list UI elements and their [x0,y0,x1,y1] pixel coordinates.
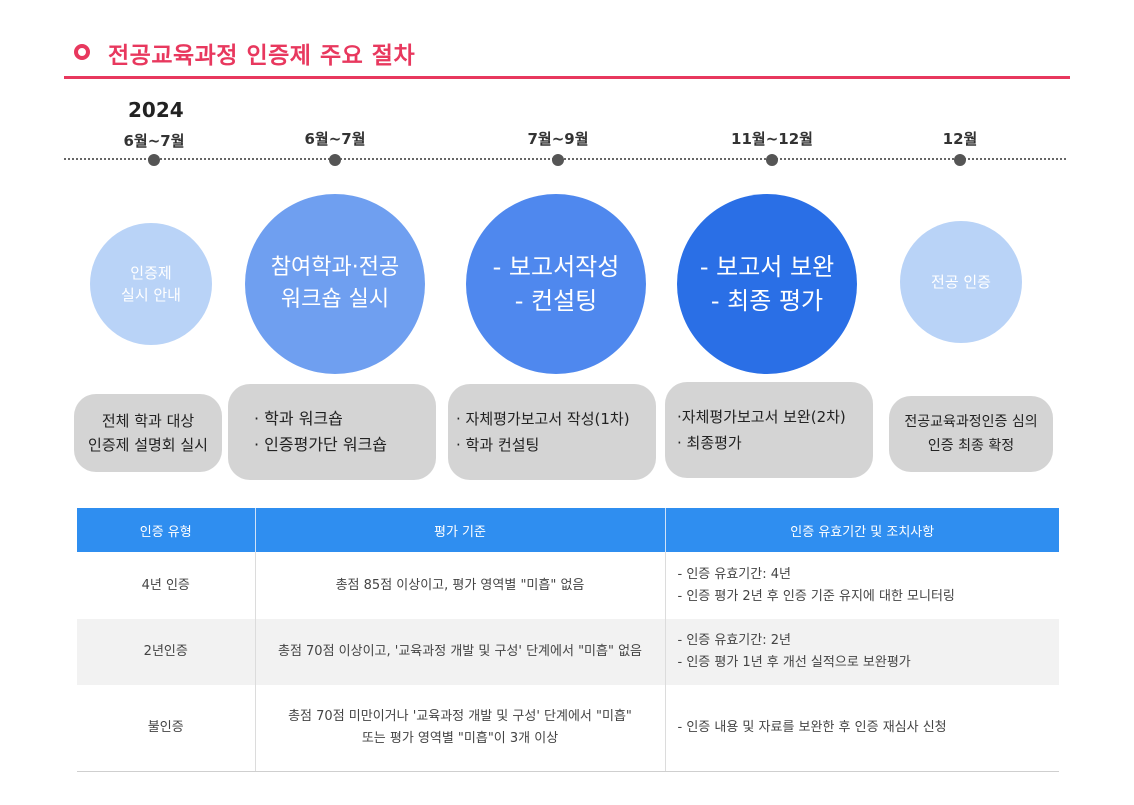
step-circle-workshop: 참여학과·전공 워크숍 실시 [245,194,425,374]
timeline-period: 12월 [942,130,978,148]
table-row: 4년 인증 총점 85점 이상이고, 평가 영역별 "미흡" 없음 - 인증 유… [77,552,1059,619]
cell-criteria: 총점 70점 미만이거나 '교육과정 개발 및 구성' 단계에서 "미흡" 또는… [254,685,665,772]
criteria-line: 총점 70점 이상이고, '교육과정 개발 및 구성' 단계에서 "미흡" 없음 [277,644,642,659]
step-circle-text: 워크숍 실시 [280,287,390,312]
action-line: - 인증 평가 1년 후 개선 실적으로 보완평가 [677,655,911,670]
title-divider [64,76,1070,79]
cell-actions: - 인증 유효기간: 2년 - 인증 평가 1년 후 개선 실적으로 보완평가 [664,619,1059,685]
step-circle-text: - 컨설팅 [514,287,598,315]
step-detail-text: 인증 최종 확정 [927,438,1015,454]
step-detail-text: 인증제 설명회 실시 [88,436,208,454]
timeline-period: 7월~9월 [527,130,589,148]
step-detail-text: · 인증평가단 워크숍 [254,435,388,454]
step-detail-text: ·자체평가보고서 보완(2차) [677,408,846,426]
timeline-period: 6월~7월 [304,130,366,148]
step-circle-text: 인증제 [130,264,172,282]
table-row: 2년인증 총점 70점 이상이고, '교육과정 개발 및 구성' 단계에서 "미… [77,619,1059,685]
timeline-dot [329,154,341,166]
step-detail-box: 전공교육과정인증 심의 인증 최종 확정 [889,396,1053,472]
step-detail-box: · 자체평가보고서 작성(1차) · 학과 컨설팅 [448,384,656,480]
step-circle-text: - 최종 평가 [710,287,824,315]
cell-actions: - 인증 내용 및 자료를 보완한 후 인증 재심사 신청 [664,685,1059,772]
action-line: - 인증 평가 2년 후 인증 기준 유지에 대한 모니터링 [677,588,955,604]
step-circle-certification: 전공 인증 [900,221,1022,343]
cell-criteria: 총점 70점 이상이고, '교육과정 개발 및 구성' 단계에서 "미흡" 없음 [254,619,665,685]
timeline-line [64,158,1066,160]
criteria-line: 총점 70점 미만이거나 '교육과정 개발 및 구성' 단계에서 "미흡" [288,708,632,724]
step-detail-text: · 자체평가보고서 작성(1차) [456,410,630,428]
step-detail-text: · 최종평가 [677,434,742,452]
step-circle-text: 실시 안내 [121,286,181,304]
title-bullet-icon [74,44,90,60]
action-line: - 인증 유효기간: 4년 [677,566,791,582]
cell-type: 불인증 [77,685,255,772]
action-line: - 인증 내용 및 자료를 보완한 후 인증 재심사 신청 [677,719,947,735]
step-circle-text: 전공 인증 [931,273,991,291]
step-circle-guide: 인증제 실시 안내 [90,223,212,345]
page-title: 전공교육과정 인증제 주요 절차 [108,43,416,69]
step-circle-report: - 보고서작성 - 컨설팅 [466,194,646,374]
step-detail-text: 전체 학과 대상 [101,412,195,430]
certification-table: 인증 유형 평가 기준 인증 유효기간 및 조치사항 4년 인증 총점 85점 … [77,508,1059,772]
criteria-line: 총점 85점 이상이고, 평가 영역별 "미흡" 없음 [335,577,585,593]
step-circle-final: - 보고서 보완 - 최종 평가 [677,194,857,374]
criteria-line: 또는 평가 영역별 "미흡"이 3개 이상 [361,730,559,746]
timeline-dot [148,154,160,166]
step-detail-text: 전공교육과정인증 심의 [904,414,1038,430]
step-detail-text: · 학과 컨설팅 [456,436,540,454]
step-circle-text: - 보고서작성 [492,253,620,281]
action-line: - 인증 유효기간: 2년 [677,633,791,648]
timeline-period: 11월~12월 [731,130,813,148]
cell-type: 2년인증 [77,619,255,685]
step-detail-text: · 학과 워크숍 [254,409,343,428]
step-circle-text: - 보고서 보완 [699,253,835,281]
column-header-type: 인증 유형 [77,508,255,552]
table-row: 불인증 총점 70점 미만이거나 '교육과정 개발 및 구성' 단계에서 "미흡… [77,685,1059,772]
step-detail-box: 전체 학과 대상 인증제 설명회 실시 [74,394,222,472]
column-header-criteria: 평가 기준 [254,508,665,552]
timeline-dot [552,154,564,166]
cell-actions: - 인증 유효기간: 4년 - 인증 평가 2년 후 인증 기준 유지에 대한 … [664,552,1059,619]
timeline-year: 2024 [128,98,184,122]
timeline-dot [954,154,966,166]
timeline-period: 6월~7월 [123,132,185,150]
column-header-actions: 인증 유효기간 및 조치사항 [664,508,1059,552]
step-circle-text: 참여학과·전공 [270,255,400,280]
step-detail-box: ·자체평가보고서 보완(2차) · 최종평가 [665,382,873,478]
timeline-dot [766,154,778,166]
cell-criteria: 총점 85점 이상이고, 평가 영역별 "미흡" 없음 [254,552,665,619]
cell-type: 4년 인증 [77,552,255,619]
table-header-row: 인증 유형 평가 기준 인증 유효기간 및 조치사항 [77,508,1059,552]
step-detail-box: · 학과 워크숍 · 인증평가단 워크숍 [228,384,436,480]
